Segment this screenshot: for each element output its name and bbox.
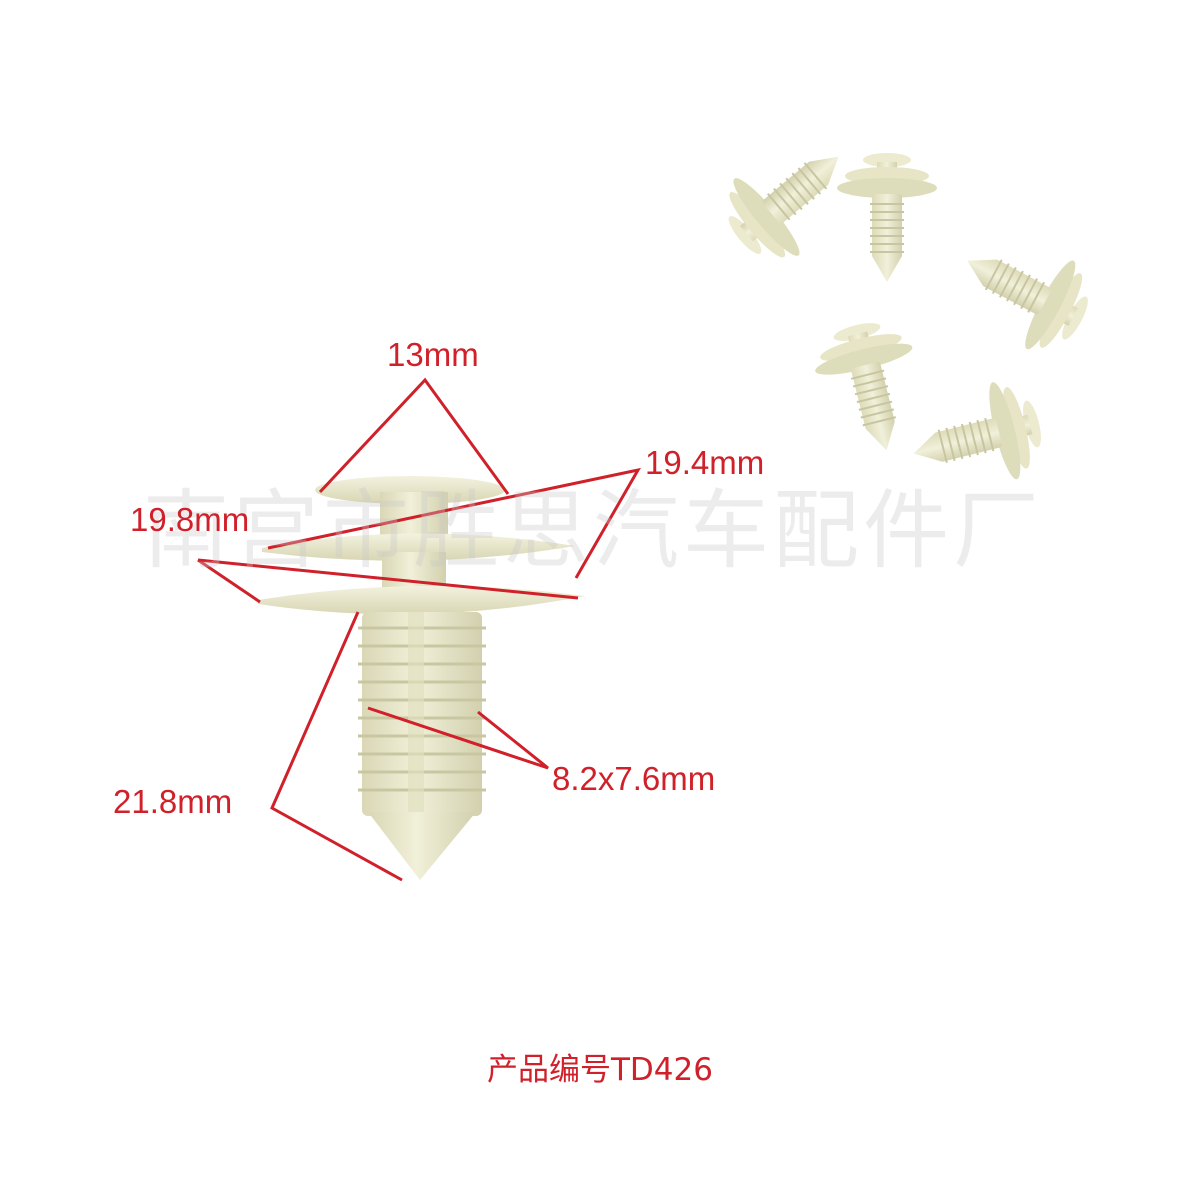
mini-fastener-1 — [706, 117, 872, 279]
head-cap — [315, 476, 505, 504]
shank-center-rib — [408, 612, 424, 816]
product-code-caption: 产品编号TD426 — [487, 1052, 713, 1088]
base-disc — [258, 585, 585, 615]
watermark-text: 南宫市胜思汽车配件厂 — [143, 481, 1043, 581]
dimension-lines — [197, 377, 641, 882]
mini-fastener-3 — [942, 215, 1106, 367]
shank-tip — [368, 812, 476, 880]
mini-fastener-2 — [836, 152, 938, 283]
dimension-label-shank-width: 8.2x7.6mm — [552, 760, 716, 797]
dimension-label-head: 13mm — [387, 336, 479, 373]
dimension-label-base-disc: 19.8mm — [130, 501, 250, 538]
middle-disc — [262, 533, 575, 561]
mini-fastener-4 — [805, 312, 937, 464]
dimension-label-shank-length: 21.8mm — [113, 783, 233, 820]
dimension-label-middle-disc: 19.4mm — [645, 444, 765, 481]
middle-neck — [382, 552, 446, 592]
